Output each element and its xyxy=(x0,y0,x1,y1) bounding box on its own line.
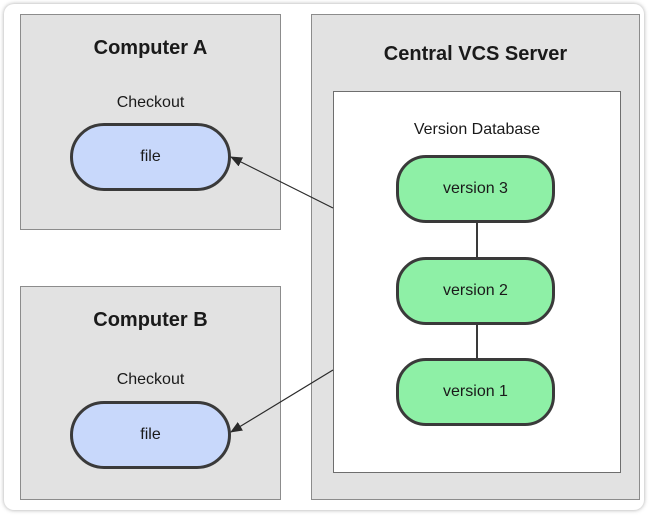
version-1-node: version 1 xyxy=(396,358,555,426)
computer-a-title: Computer A xyxy=(93,37,208,59)
computer-a-file: file xyxy=(70,123,231,191)
computer-b-checkout-label: Checkout xyxy=(116,371,185,388)
version-3-node: version 3 xyxy=(396,155,555,223)
version-3-label: version 3 xyxy=(443,180,508,197)
arrow-server-to-computer-b xyxy=(230,369,334,433)
server-panel: Central VCS Server Version Database vers… xyxy=(311,14,640,500)
version-2-node: version 2 xyxy=(396,257,555,325)
server-title: Central VCS Server xyxy=(383,43,568,65)
computer-b-title: Computer B xyxy=(93,309,208,331)
computer-a-file-label: file xyxy=(140,148,161,165)
computer-b-file: file xyxy=(70,401,231,469)
arrow-server-to-computer-a xyxy=(230,156,334,209)
version-link-2-1 xyxy=(476,322,478,362)
version-database: Version Database version 3 version 2 ver… xyxy=(333,91,621,473)
computer-a-checkout-label: Checkout xyxy=(116,94,185,111)
computer-a-panel: Computer A Checkout file xyxy=(20,14,281,230)
computer-b-panel: Computer B Checkout file xyxy=(20,286,281,500)
version-link-3-2 xyxy=(476,222,478,262)
computer-b-file-label: file xyxy=(140,426,161,443)
version-database-label: Version Database xyxy=(413,121,541,138)
version-1-label: version 1 xyxy=(443,383,508,400)
version-2-label: version 2 xyxy=(443,282,508,299)
